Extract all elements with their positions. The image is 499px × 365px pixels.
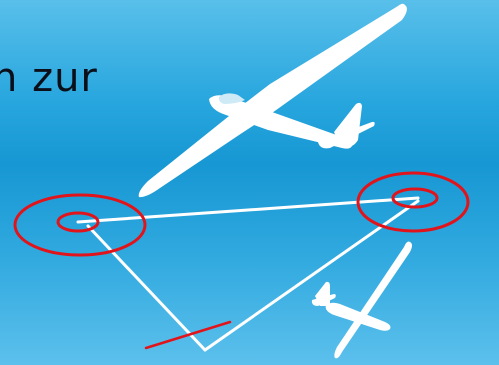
triangle-course [76, 196, 420, 352]
turnpoint-right-outer [356, 171, 470, 233]
turnpoint-circle-icon [13, 193, 147, 257]
course-leg-top [76, 196, 420, 224]
finish-line [144, 320, 232, 350]
turnpoint-right-inner [391, 187, 439, 209]
turnpoint-left-inner [56, 211, 100, 233]
glider-icon [138, 3, 407, 198]
slide-headline: n zur [0, 55, 98, 101]
course-leg-left [86, 224, 207, 352]
turnpoint-left-outer [13, 193, 147, 257]
turnpoint-circle-icon [356, 171, 470, 233]
glider-icon [311, 241, 412, 359]
